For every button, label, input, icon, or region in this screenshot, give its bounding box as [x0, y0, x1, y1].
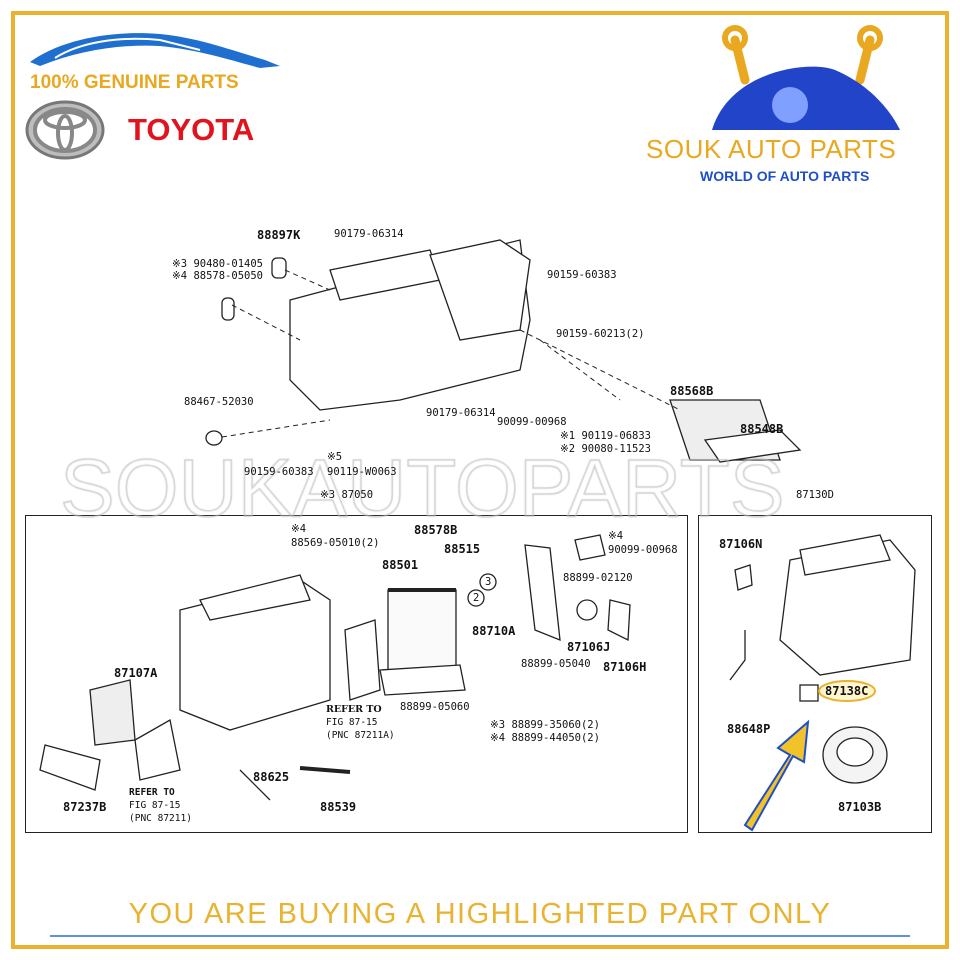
part-label: 88467-52030 — [184, 396, 254, 408]
part-label: 88501 — [382, 558, 419, 572]
part-label: 88625 — [253, 770, 290, 784]
part-label: 90179-06314 — [426, 407, 496, 419]
genuine-parts-tagline: 100% GENUINE PARTS — [30, 72, 239, 93]
reference-note: REFER TO — [129, 787, 175, 798]
part-label: 88578B — [414, 523, 458, 537]
part-label: 90159-60383 — [547, 269, 617, 281]
part-label: 88899-05040 — [521, 658, 591, 670]
part-label: 87107A — [114, 666, 158, 680]
souk-logo-icon — [712, 25, 900, 130]
part-label: ※4 — [608, 530, 624, 542]
part-label: ※3 87050 — [320, 489, 374, 501]
part-label: ※4 — [291, 523, 307, 535]
part-label: 87106H — [603, 660, 647, 674]
part-label: 87106J — [567, 640, 611, 654]
part-label: ※1 90119-06833 — [560, 430, 651, 442]
part-label: 88899-02120 — [563, 572, 633, 584]
part-label: 87106N — [719, 537, 763, 551]
toyota-emblem-icon — [25, 100, 105, 160]
right-subassembly-box — [698, 515, 932, 833]
part-label: 90159-60213(2) — [556, 328, 645, 340]
reference-note: (PNC 87211) — [129, 813, 192, 824]
callout-number: 3 — [485, 576, 492, 588]
souk-tagline: WORLD OF AUTO PARTS — [700, 168, 870, 184]
part-label: 87103B — [838, 800, 882, 814]
part-label: ※3 88899-35060(2) — [490, 719, 600, 731]
part-label: 88899-05060 — [400, 701, 470, 713]
part-label: 88515 — [444, 542, 481, 556]
reference-note: FIG 87-15 — [326, 717, 378, 728]
footer-notice: YOU ARE BUYING A HIGHLIGHTED PART ONLY — [128, 898, 832, 930]
part-label: ※3 90480-01405 — [172, 258, 263, 270]
part-label: 90159-60383 — [244, 466, 314, 478]
part-label: 88548B — [740, 422, 784, 436]
car-silhouette-icon — [30, 33, 280, 68]
part-label: 90099-00968 — [608, 544, 678, 556]
reference-note: FIG 87-15 — [129, 800, 181, 811]
part-label: 88897K — [257, 228, 301, 242]
toyota-wordmark: TOYOTA — [128, 112, 255, 147]
souk-brand-name: SOUK AUTO PARTS — [646, 134, 897, 164]
reference-note: REFER TO — [326, 704, 382, 715]
reference-note: (PNC 87211A) — [326, 730, 395, 741]
part-label: 88539 — [320, 800, 357, 814]
part-label: ※2 90080-11523 — [560, 443, 651, 455]
part-label: ※4 88899-44050(2) — [490, 732, 600, 744]
part-label: ※4 88578-05050 — [172, 270, 263, 282]
part-label: 90099-00968 — [497, 416, 567, 428]
part-label: ※5 — [327, 451, 343, 463]
highlighted-part-label: 87138C — [825, 684, 869, 698]
part-label: 90119-W0063 — [327, 466, 397, 478]
part-label: 88569-05010(2) — [291, 537, 380, 549]
callout-number: 2 — [473, 592, 480, 604]
part-label: 88710A — [472, 624, 516, 638]
heater-unit-drawing — [205, 239, 802, 463]
part-label: 87237B — [63, 800, 107, 814]
part-label: 90179-06314 — [334, 228, 404, 240]
part-label: 87130D — [796, 489, 834, 501]
part-label: 88568B — [670, 384, 714, 398]
part-label: 88648P — [727, 722, 771, 736]
